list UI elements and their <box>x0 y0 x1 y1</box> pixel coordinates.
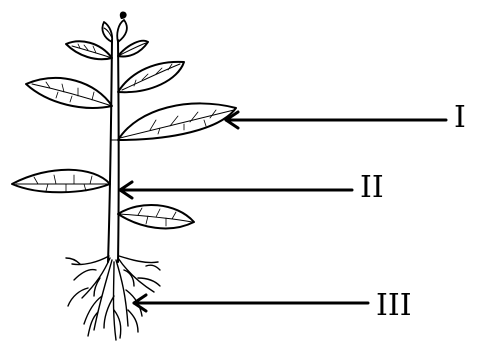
label-III: III <box>376 288 412 323</box>
roots <box>65 255 161 341</box>
leaf-top-right <box>117 39 149 58</box>
leaf-right-upper <box>117 60 185 94</box>
pointer-arrow-I <box>224 110 448 130</box>
leaf-right-large <box>117 102 237 141</box>
label-II: II <box>360 170 384 205</box>
pointer-arrow-II <box>118 180 354 200</box>
stem <box>107 39 120 263</box>
leaf-top-left <box>65 40 113 61</box>
label-I: I <box>454 100 466 135</box>
leaf-right-lower <box>117 204 195 230</box>
leaf-left-middle <box>25 77 113 109</box>
pointer-arrow-III <box>132 293 370 313</box>
top-bud <box>101 11 128 43</box>
leaf-left-lower <box>11 168 111 194</box>
